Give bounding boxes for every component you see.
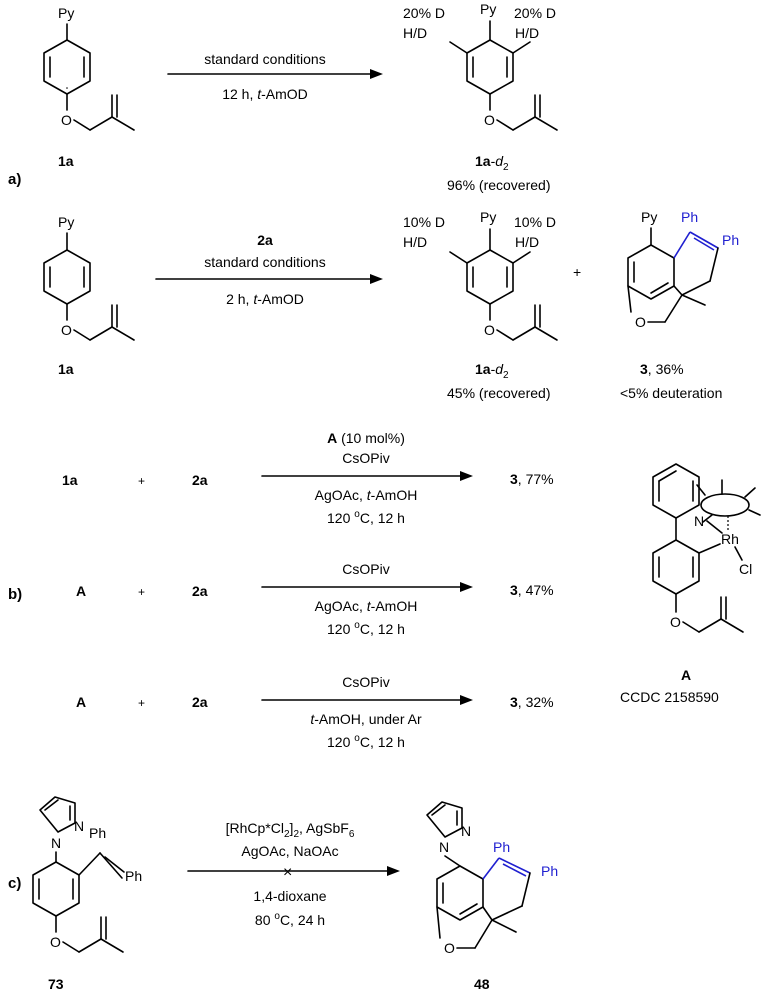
reactant-73-structure: N N Ph Ph O	[32, 796, 142, 953]
pyrazole-n2: N	[461, 823, 471, 839]
row1-additive: CsOPiv	[342, 450, 389, 466]
pyrazole-n2: N	[74, 818, 84, 834]
arrow-condition-2: AgOAc, NaOAc	[241, 843, 338, 859]
arrow-conditions-top: standard conditions	[204, 51, 325, 67]
rhodium-center: Rh	[721, 531, 739, 547]
pyrazole-n1: N	[51, 835, 61, 851]
arrow-condition-3: 1,4-dioxane	[253, 888, 326, 904]
product-48-structure: N N Ph Ph O	[426, 801, 558, 956]
deuterium-right: 20% D	[514, 5, 556, 21]
reactant-1a-structure: Py O	[43, 5, 135, 131]
hd-right: H/D	[515, 234, 539, 250]
product-label: 1a-d2	[475, 153, 509, 173]
row3-additive: CsOPiv	[342, 674, 389, 690]
row2-reactant-right: 2a	[192, 583, 208, 599]
section-label-a: a)	[8, 171, 21, 188]
arrow-reagent: 2a	[257, 232, 273, 248]
hd-right: H/D	[515, 25, 539, 41]
arrow-conditions-top: standard conditions	[204, 254, 325, 270]
deuterium-left: 20% D	[403, 5, 445, 21]
phenyl-1: Ph	[89, 825, 106, 841]
hd-left: H/D	[403, 25, 427, 41]
pyrazole-n1: N	[439, 839, 449, 855]
ether-oxygen: O	[444, 940, 455, 956]
product-1a-d2-structure: 20% D Py 20% D H/D H/D O	[403, 1, 558, 131]
phenyl-2: Ph	[541, 863, 558, 879]
ether-oxygen: O	[50, 934, 61, 950]
arrow-conditions-bottom: 2 h, t-AmOD	[226, 291, 304, 307]
row3-reactant-right: 2a	[192, 694, 208, 710]
complex-a-structure: N Rh Cl O	[652, 463, 761, 633]
ether-oxygen: O	[635, 314, 646, 330]
py-substituent: Py	[480, 209, 496, 225]
py-substituent: Py	[641, 209, 657, 225]
row2-conditions-1: AgOAc, t-AmOH	[315, 598, 418, 614]
row1-plus: +	[138, 474, 145, 488]
scheme-b: 1a + 2a A (10 mol%) CsOPiv AgOAc, t-AmOH…	[62, 430, 761, 750]
ether-oxygen: O	[61, 322, 72, 338]
scheme-a2: Py O 1a 2a standard conditions 2 h, t-Am…	[43, 209, 739, 401]
pyridine-nitrogen: N	[694, 513, 704, 529]
phenyl-1: Ph	[681, 209, 698, 225]
row3-reactant-left: A	[76, 694, 86, 710]
product-1a-d2-structure: 10% D Py 10% D H/D H/D O	[403, 209, 558, 341]
plus-sign: +	[573, 264, 581, 280]
arrow-condition-4: 80 oC, 24 h	[255, 911, 325, 928]
product-label: 1a-d2	[475, 361, 509, 381]
py-substituent: Py	[58, 5, 74, 21]
ether-oxygen: O	[484, 112, 495, 128]
hd-left: H/D	[403, 234, 427, 250]
row1-reactant-left: 1a	[62, 472, 78, 488]
row2-product: 3, 47%	[510, 582, 554, 598]
row1-catalyst: A (10 mol%)	[327, 430, 405, 446]
blocked-cross-icon: ×	[283, 864, 292, 881]
section-label-c: c)	[8, 875, 21, 892]
row1-conditions-1: AgOAc, t-AmOH	[315, 487, 418, 503]
section-label-b: b)	[8, 586, 22, 603]
ether-oxygen: O	[484, 322, 495, 338]
product-label: 48	[474, 976, 490, 992]
reactant-label: 73	[48, 976, 64, 992]
row2-additive: CsOPiv	[342, 561, 389, 577]
row3-product: 3, 32%	[510, 694, 554, 710]
product-yield: 45% (recovered)	[447, 385, 551, 401]
row2-reactant-left: A	[76, 583, 86, 599]
deuteration-note: <5% deuteration	[620, 385, 722, 401]
phenyl-2: Ph	[125, 868, 142, 884]
row1-product: 3, 77%	[510, 471, 554, 487]
chloride: Cl	[739, 561, 752, 577]
ether-oxygen: O	[670, 614, 681, 630]
py-substituent: Py	[58, 214, 74, 230]
row3-plus: +	[138, 696, 145, 710]
row3-conditions-1: t-AmOH, under Ar	[310, 711, 422, 727]
arrow-conditions-bottom: 12 h, t-AmOD	[222, 86, 308, 102]
arrow-condition-1: [RhCp*Cl2]2, AgSbF6	[226, 820, 355, 840]
phenyl-2: Ph	[722, 232, 739, 248]
reactant-label: 1a	[58, 361, 74, 377]
row1-conditions-2: 120 oC, 12 h	[327, 509, 405, 526]
product-3-structure: Py Ph Ph O	[627, 209, 739, 330]
phenyl-1: Ph	[493, 839, 510, 855]
scheme-a1: Py O 1a standard conditions 12 h, t-AmOD…	[43, 1, 558, 193]
complex-label: A	[681, 667, 691, 683]
row3-conditions-2: 120 oC, 12 h	[327, 733, 405, 750]
ether-oxygen: O	[61, 112, 72, 128]
scheme-c: N N Ph Ph O 73 [RhCp*Cl2]2, AgSbF6 AgOAc…	[32, 796, 558, 992]
deuterium-right: 10% D	[514, 214, 556, 230]
ccdc-number: CCDC 2158590	[620, 689, 719, 705]
row2-plus: +	[138, 585, 145, 599]
product-3-label: 3, 36%	[640, 361, 684, 377]
reactant-label: 1a	[58, 153, 74, 169]
py-substituent: Py	[480, 1, 496, 17]
product-yield: 96% (recovered)	[447, 177, 551, 193]
row1-reactant-right: 2a	[192, 472, 208, 488]
deuterium-left: 10% D	[403, 214, 445, 230]
row2-conditions-2: 120 oC, 12 h	[327, 620, 405, 637]
reactant-1a-structure: Py O	[43, 214, 135, 341]
